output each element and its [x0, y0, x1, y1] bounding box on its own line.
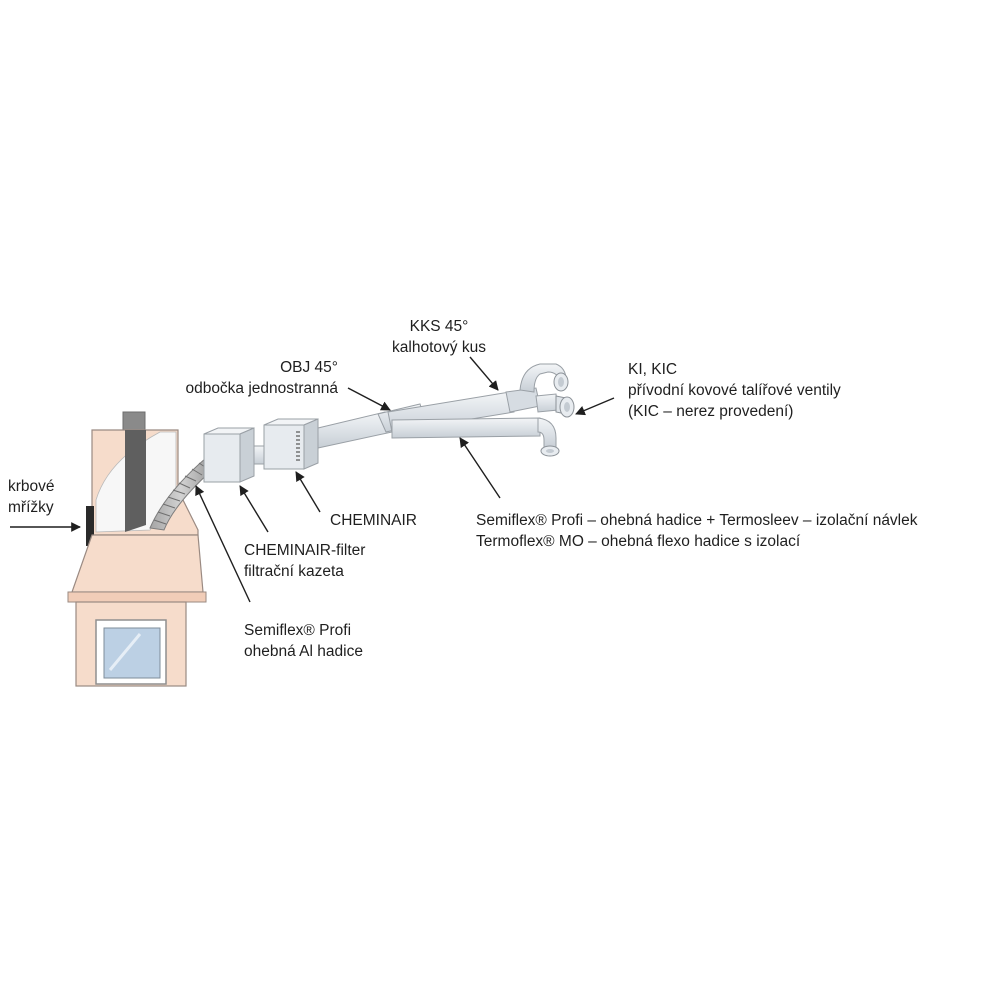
label-semiflex-profi-al-line1: Semiflex® Profi — [244, 622, 352, 639]
cheminair-box — [263, 418, 319, 470]
chimney-cap — [122, 411, 146, 431]
label-cheminair-filter-line2: filtrační kazeta — [244, 563, 344, 580]
label-semiflex-termo: Semiflex® Profi – ohebná hadice + Termos… — [476, 510, 918, 552]
arrow-semiflex-al — [195, 485, 251, 603]
label-cheminair-line1: CHEMINAIR — [330, 512, 417, 529]
label-obj45: OBJ 45° odbočka jednostranná — [148, 357, 338, 399]
chimney-hood — [71, 534, 204, 593]
label-krbove-mrizky-line1: krbové — [8, 478, 55, 495]
label-cheminair: CHEMINAIR — [330, 510, 417, 531]
valve-bottom-elbow — [537, 417, 560, 457]
label-cheminair-filter-line1: CHEMINAIR-filter — [244, 542, 366, 559]
arrows — [10, 356, 615, 603]
arrow-semiflex-termo — [459, 437, 501, 499]
arrow-ki-kic — [575, 397, 615, 416]
label-semiflex-profi-al-line2: ohebná Al hadice — [244, 643, 363, 660]
lower-branch-duct — [391, 417, 541, 439]
label-ki-kic: KI, KIC přívodní kovové talířové ventily… — [628, 359, 841, 422]
label-ki-kic-line1: KI, KIC — [628, 361, 678, 378]
label-obj45-line1: OBJ 45° — [280, 359, 338, 376]
label-kks45-line1: KKS 45° — [409, 318, 469, 335]
label-obj45-line2: odbočka jednostranná — [185, 380, 338, 397]
arrow-cheminair — [295, 471, 321, 513]
glass-shine — [108, 633, 142, 671]
valve-top — [553, 372, 569, 392]
label-semiflex-termo-line1: Semiflex® Profi – ohebná hadice + Termos… — [476, 512, 918, 529]
flue-pipe — [125, 430, 146, 532]
label-semiflex-termo-line2: Termoflex® MO – ohebná flexo hadice s iz… — [476, 533, 801, 550]
main-duct — [317, 391, 541, 449]
mantel — [67, 591, 207, 603]
label-semiflex-profi-al: Semiflex® Profi ohebná Al hadice — [244, 620, 363, 662]
arrow-kks45 — [469, 356, 499, 391]
label-krbove-mrizky: krbové mřížky — [8, 476, 55, 518]
label-cheminair-filter: CHEMINAIR-filter filtrační kazeta — [244, 540, 365, 582]
label-krbove-mrizky-line2: mřížky — [8, 499, 54, 516]
label-ki-kic-line3: (KIC – nerez provedení) — [628, 403, 794, 420]
label-ki-kic-line2: přívodní kovové talířové ventily — [628, 382, 841, 399]
fireplace — [67, 411, 207, 687]
arrow-cheminair-filter — [239, 485, 269, 533]
fireplace-window-glass — [103, 627, 161, 679]
grille-left — [86, 506, 94, 546]
label-kks45-line2: kalhotový kus — [392, 339, 486, 356]
valve-middle — [555, 395, 575, 418]
cheminair-filter-box — [203, 427, 255, 483]
label-kks45: KKS 45° kalhotový kus — [354, 316, 524, 358]
arrow-obj45 — [347, 387, 391, 411]
